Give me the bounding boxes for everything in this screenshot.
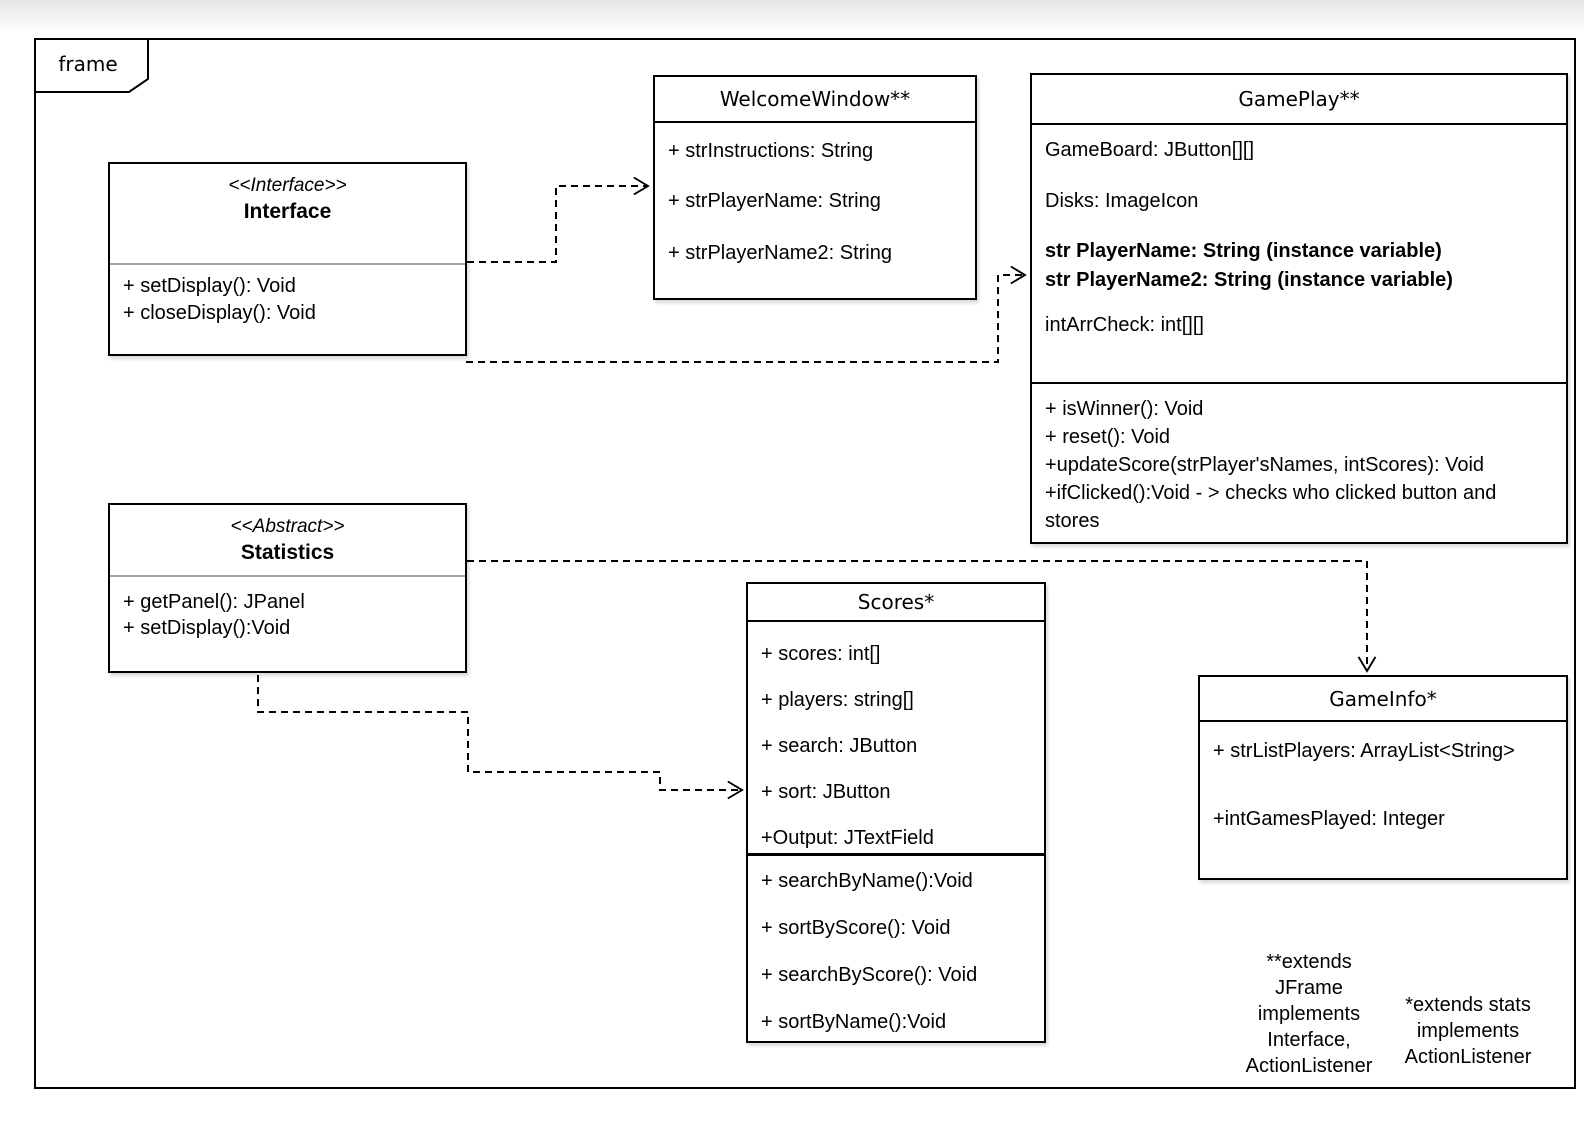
note-line: implements — [1257, 1003, 1361, 1025]
method-row: + closeDisplay(): Void — [123, 302, 316, 324]
attributes-gameplay: GameBoard: JButton[][] Disks: ImageIcon st… — [1032, 125, 1566, 384]
class-name: Statistics — [240, 541, 335, 564]
class-title-scores: Scores* — [748, 584, 1044, 622]
class-box-interface: <<Interface>> Interface + setDisplay(): … — [108, 162, 467, 356]
class-title-gameinfo: GameInfo* — [1200, 677, 1566, 722]
method-row: + setDisplay():Void — [123, 617, 291, 639]
class-box-statistics: <<Abstract>> Statistics + getPanel(): JP… — [108, 503, 467, 673]
method-row: +ifClicked():Void - > checks who clicked… — [1045, 482, 1497, 532]
attribute-row: + strListPlayers: ArrayList<String> — [1213, 740, 1515, 762]
attribute-row: +intGamesPlayed: Integer — [1213, 808, 1445, 830]
attribute-row: + strInstructions: String — [668, 140, 874, 162]
note-line: Interface, — [1267, 1029, 1351, 1051]
method-row: + sortByName():Void — [761, 1011, 947, 1033]
attribute-row: + sort: JButton — [761, 781, 891, 803]
attribute-row: Disks: ImageIcon — [1045, 190, 1199, 212]
class-box-gameplay: GamePlay** GameBoard: JButton[][] Disks: … — [1030, 73, 1568, 544]
note-line: ActionListener — [1404, 1046, 1532, 1068]
note-line: **extends — [1266, 951, 1352, 973]
method-row: + isWinner(): Void — [1045, 398, 1204, 420]
method-row: + searchByScore(): Void — [761, 964, 978, 986]
note-line: JFrame — [1275, 977, 1343, 999]
methods-interface: + setDisplay(): Void + closeDisplay(): Vo… — [110, 265, 465, 354]
method-row: + sortByScore(): Void — [761, 917, 951, 939]
attribute-row: + scores: int[] — [761, 643, 881, 665]
note-line: *extends stats — [1405, 994, 1531, 1016]
class-box-welcomewindow: WelcomeWindow** + strInstructions: Strin… — [653, 75, 977, 300]
class-title-welcomewindow: WelcomeWindow** — [655, 77, 975, 123]
attribute-row: + strPlayerName2: String — [668, 242, 892, 264]
attributes-gameinfo: + strListPlayers: ArrayList<String> +intG… — [1200, 722, 1566, 878]
method-row: + getPanel(): JPanel — [123, 591, 305, 613]
attribute-row: GameBoard: JButton[][] — [1045, 139, 1254, 161]
class-name: GameInfo* — [1329, 686, 1437, 711]
note-line: ActionListener — [1245, 1055, 1373, 1077]
attribute-row: + players: string[] — [761, 689, 914, 711]
class-name: GamePlay** — [1238, 87, 1360, 111]
frame-label: frame — [58, 52, 118, 76]
stereotype-label: <<Interface>> — [228, 175, 347, 196]
class-title-interface: <<Interface>> Interface — [110, 164, 465, 265]
attribute-row: + strPlayerName: String — [668, 190, 881, 212]
note-line: implements — [1416, 1020, 1520, 1042]
methods-gameplay: + isWinner(): Void + reset(): Void +update… — [1032, 384, 1566, 542]
dependency-statistics-to-scores — [257, 675, 744, 800]
method-row: +updateScore(strPlayer'sNames, intScores… — [1045, 454, 1485, 476]
top-gradient-bar — [0, 0, 1584, 34]
method-row: + searchByName():Void — [761, 870, 973, 892]
attribute-row: + search: JButton — [761, 735, 918, 757]
class-name: Scores* — [857, 590, 935, 614]
methods-scores: + searchByName():Void + sortByScore(): Vo… — [748, 853, 1044, 1041]
class-box-scores: Scores* + scores: int[] + players: string… — [746, 582, 1046, 1043]
class-name: Interface — [243, 200, 332, 223]
class-box-gameinfo: GameInfo* + strListPlayers: ArrayList<St… — [1198, 675, 1568, 880]
attributes-scores: + scores: int[] + players: string[] + sear… — [748, 622, 1044, 853]
class-name: WelcomeWindow** — [719, 87, 911, 111]
attribute-row: +Output: JTextField — [761, 827, 934, 849]
method-row: + setDisplay(): Void — [123, 275, 296, 297]
stereotype-label: <<Abstract>> — [230, 516, 345, 537]
class-title-statistics: <<Abstract>> Statistics — [110, 505, 465, 577]
attribute-row: intArrCheck: int[][] — [1045, 314, 1204, 336]
attributes-welcomewindow: + strInstructions: String + strPlayerName… — [655, 123, 975, 298]
method-row: + reset(): Void — [1045, 426, 1171, 448]
methods-statistics: + getPanel(): JPanel + setDisplay():Void — [110, 577, 465, 671]
class-title-gameplay: GamePlay** — [1032, 75, 1566, 125]
attribute-row: str PlayerName: String (instance variabl… — [1045, 240, 1442, 262]
dependency-interface-to-welcomewindow — [467, 176, 650, 263]
attribute-row: str PlayerName2: String (instance variab… — [1045, 269, 1453, 291]
